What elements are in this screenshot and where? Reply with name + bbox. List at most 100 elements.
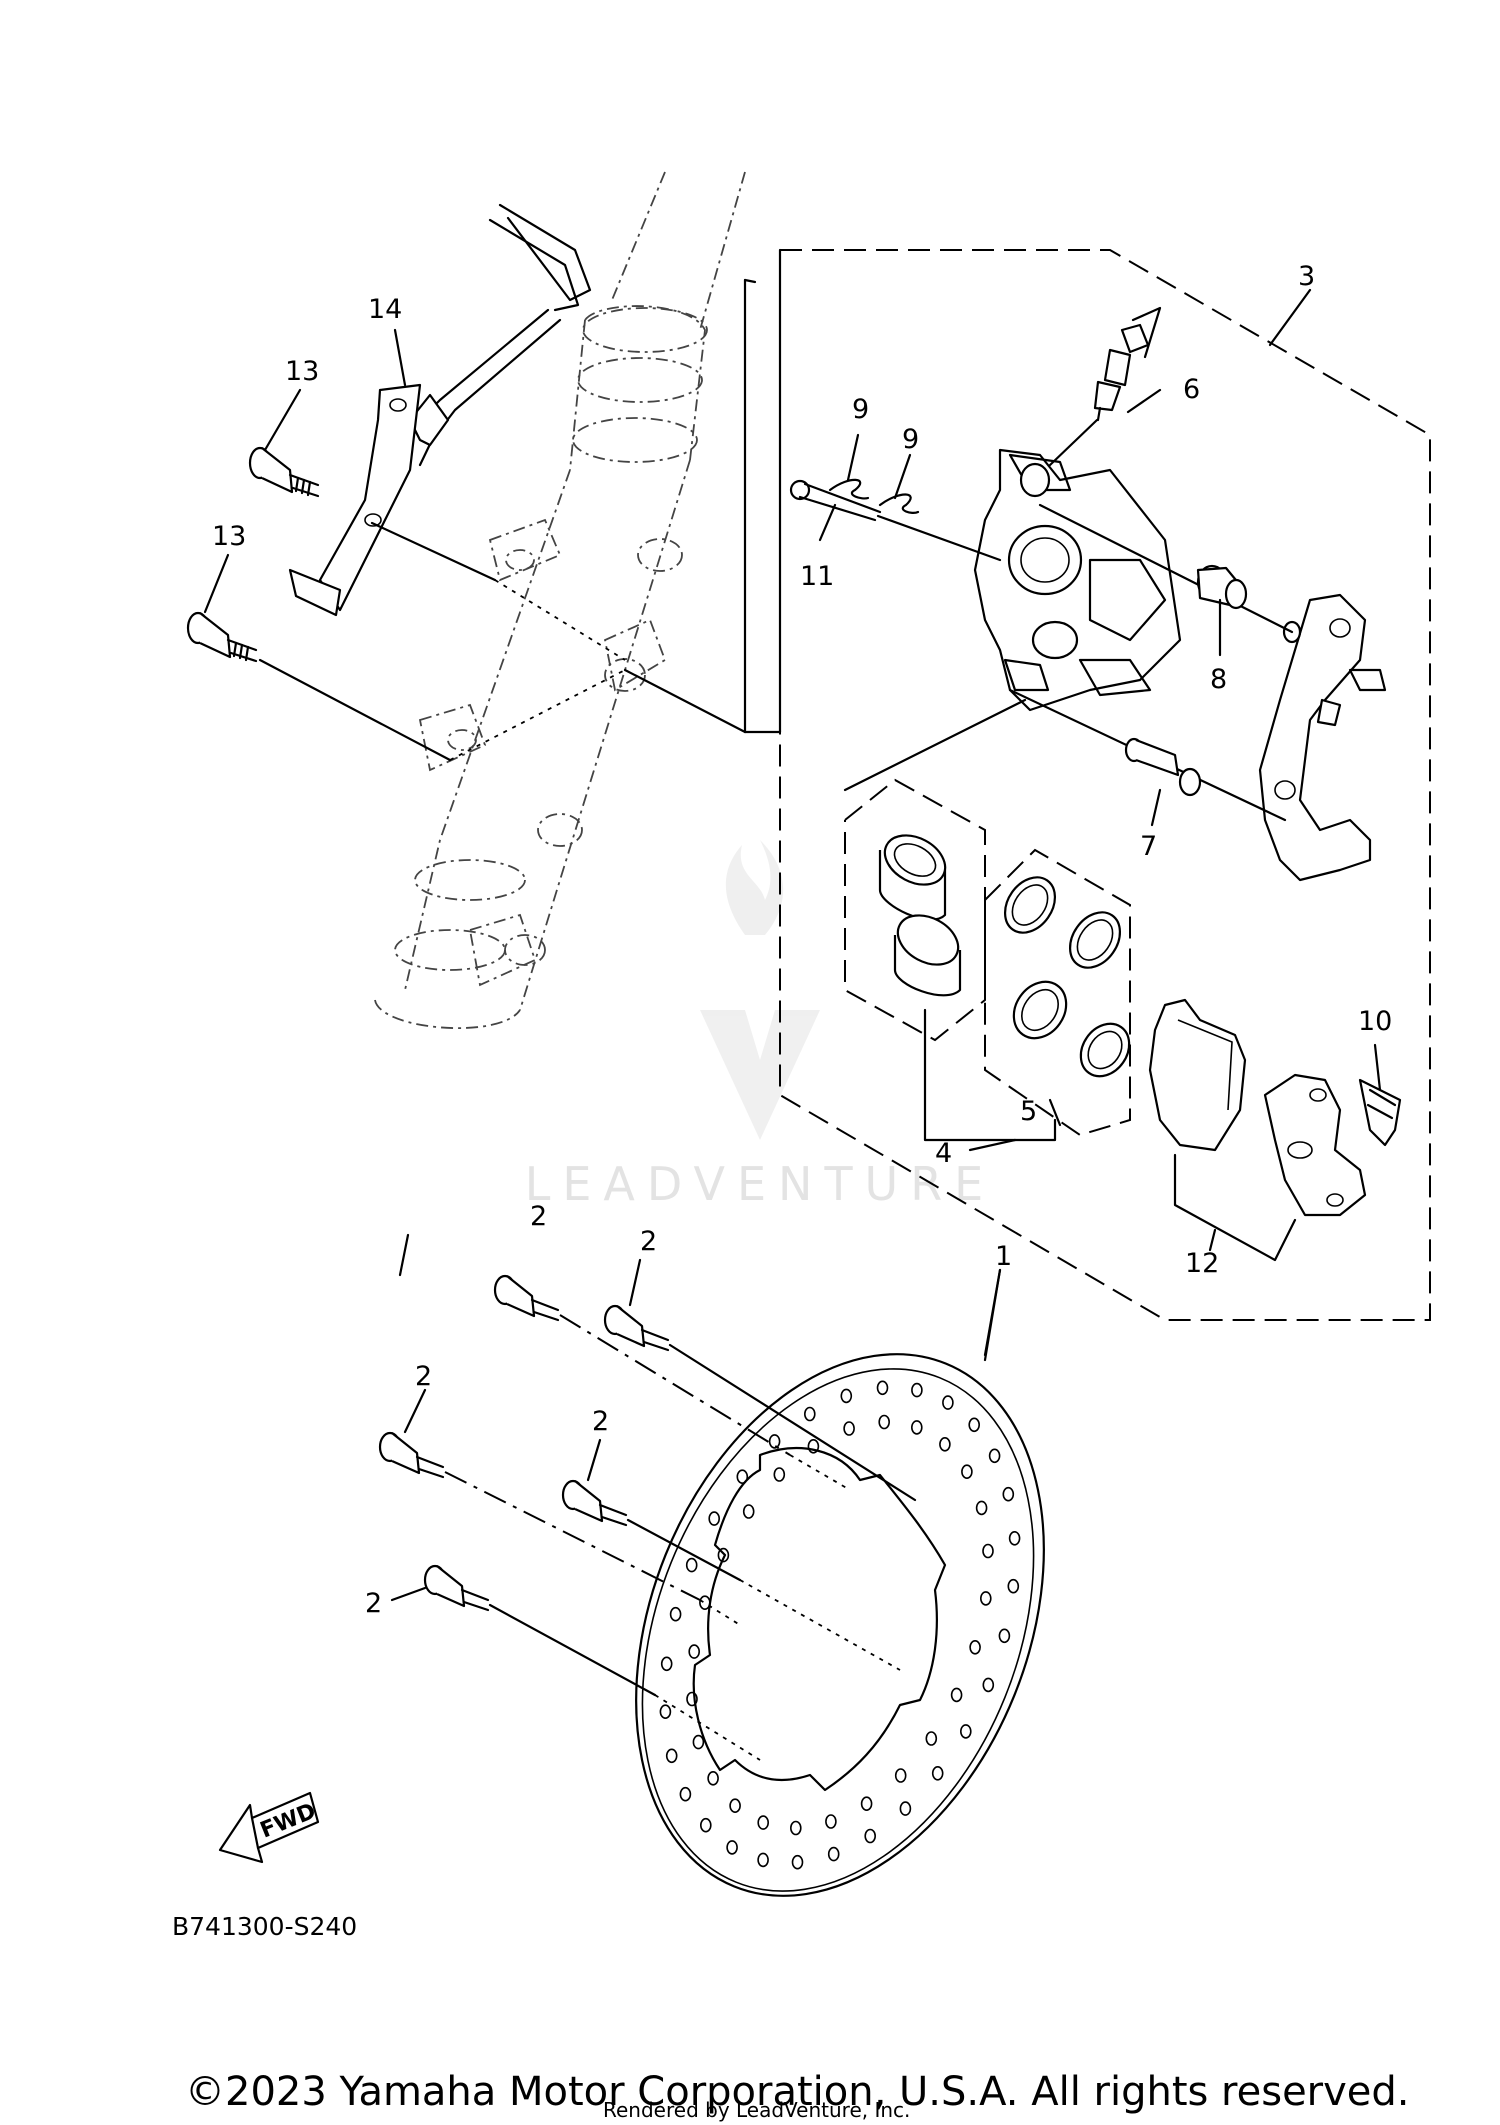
disc-vent-hole [679, 1786, 692, 1802]
disc-vent-hole [736, 1469, 749, 1484]
callout-8: 8 [1210, 664, 1227, 695]
callout-6: 6 [1183, 374, 1200, 405]
disc-vent-hole [669, 1606, 682, 1622]
callout-3: 3 [1298, 261, 1315, 292]
callout-9b: 9 [902, 424, 919, 455]
disc-vent-hole [876, 1380, 889, 1396]
disc-vent-hole [742, 1504, 755, 1519]
pin-clip-a [828, 478, 870, 500]
disc-vent-hole [864, 1828, 877, 1844]
disc-vent-hole [894, 1768, 907, 1783]
disc-vent-hole [686, 1691, 698, 1707]
disc-vent-hole [789, 1820, 802, 1836]
callout-2e: 2 [365, 1588, 382, 1619]
brake-caliper-body [973, 448, 1182, 712]
disc-vent-hole [959, 1724, 972, 1739]
disc-vent-hole [699, 1817, 712, 1833]
disc-vent-hole [688, 1644, 701, 1659]
disc-vent-hole [729, 1798, 741, 1813]
disc-vent-hole [757, 1815, 770, 1830]
caliper-bracket [1258, 593, 1387, 882]
callout-14: 14 [368, 294, 402, 325]
disc-vent-hole [665, 1748, 678, 1764]
disc-vent-hole [1008, 1531, 1021, 1546]
disc-vent-hole [931, 1766, 944, 1781]
disc-vent-hole [860, 1796, 873, 1811]
pad-shim [1358, 1078, 1402, 1147]
watermark-logo [700, 840, 820, 1140]
caliper-assembly-boundary [743, 248, 1431, 1321]
hose-guide-bracket [288, 203, 592, 617]
disc-vent-hole [1002, 1486, 1015, 1502]
callout-13b: 13 [212, 521, 246, 552]
disc-vent-hole [825, 1814, 837, 1829]
callout-2c: 2 [415, 1361, 432, 1392]
disc-vent-hole [968, 1417, 981, 1433]
disc-bolt-2 [603, 1304, 670, 1352]
callout-10: 10 [1358, 1006, 1392, 1037]
disc-vent-hole [911, 1382, 923, 1398]
disc-vent-hole [707, 1771, 719, 1786]
callout-2b: 2 [640, 1226, 657, 1257]
disc-vent-hole [878, 1414, 891, 1430]
disc-vent-hole [660, 1656, 673, 1672]
disc-vent-hole [692, 1734, 705, 1750]
slide-pin [1124, 737, 1202, 797]
disc-bolt-3 [378, 1431, 445, 1479]
callout-11: 11 [800, 561, 834, 592]
brake-disc [635, 1353, 1045, 1897]
callout-9a: 9 [852, 394, 869, 425]
bolt-13-upper [248, 446, 320, 498]
copyright-notice: ©2023 Yamaha Motor Corporation, U.S.A. A… [185, 2069, 1410, 2115]
disc-vent-hole [939, 1437, 951, 1452]
disc-vent-hole [726, 1840, 738, 1855]
disc-bolt-4 [561, 1479, 628, 1527]
disc-vent-hole [988, 1448, 1001, 1464]
disc-vent-hole [685, 1557, 698, 1573]
piston-group [844, 778, 986, 1042]
pin-clip-b [878, 493, 920, 514]
slide-pin-boot [1196, 564, 1248, 610]
piston-seal-kit [984, 848, 1131, 1137]
disc-vent-hole [717, 1547, 730, 1563]
diagram-code: B741300-S240 [172, 1912, 357, 1941]
callout-1: 1 [995, 1241, 1012, 1272]
disc-bolt-lines [390, 1233, 1002, 1761]
disc-vent-hole [1007, 1578, 1020, 1594]
forward-arrow-icon: FWD [218, 1791, 320, 1864]
callout-2a: 2 [530, 1201, 547, 1232]
disc-vent-hole [975, 1500, 988, 1516]
disc-vent-hole [942, 1395, 954, 1410]
disc-vent-hole [969, 1640, 981, 1655]
bolt-13-lower [186, 611, 258, 663]
disc-vent-hole [899, 1801, 912, 1816]
disc-vent-hole [699, 1595, 711, 1610]
disc-bolt-5 [423, 1564, 490, 1612]
callout-4: 4 [935, 1138, 952, 1169]
disc-vent-hole [659, 1704, 672, 1719]
disc-vent-hole [708, 1511, 721, 1526]
callout-13a: 13 [285, 356, 319, 387]
pad-pin [789, 479, 882, 522]
disc-vent-hole [807, 1439, 820, 1454]
callout-2d: 2 [592, 1406, 609, 1437]
brake-pad-kit [1148, 998, 1367, 1217]
disc-vent-hole [843, 1421, 855, 1436]
bleed-screw [1093, 323, 1150, 422]
disc-vent-hole [803, 1406, 816, 1422]
front-fork-ghost [374, 171, 746, 1030]
disc-vent-hole [950, 1687, 963, 1703]
disc-vent-hole [910, 1420, 923, 1435]
disc-vent-hole [925, 1731, 938, 1746]
disc-vent-hole [982, 1543, 994, 1559]
disc-vent-hole [827, 1846, 840, 1862]
disc-bolt-1 [493, 1274, 560, 1322]
disc-vent-hole [791, 1854, 804, 1870]
rendered-by-notice: Rendered by LeadVenture, Inc. [603, 2098, 910, 2122]
callout-5: 5 [1020, 1096, 1037, 1127]
disc-vent-hole [757, 1852, 769, 1868]
disc-vent-hole [982, 1677, 995, 1693]
leader-lines [203, 288, 1382, 1357]
disc-vent-hole [768, 1434, 781, 1449]
